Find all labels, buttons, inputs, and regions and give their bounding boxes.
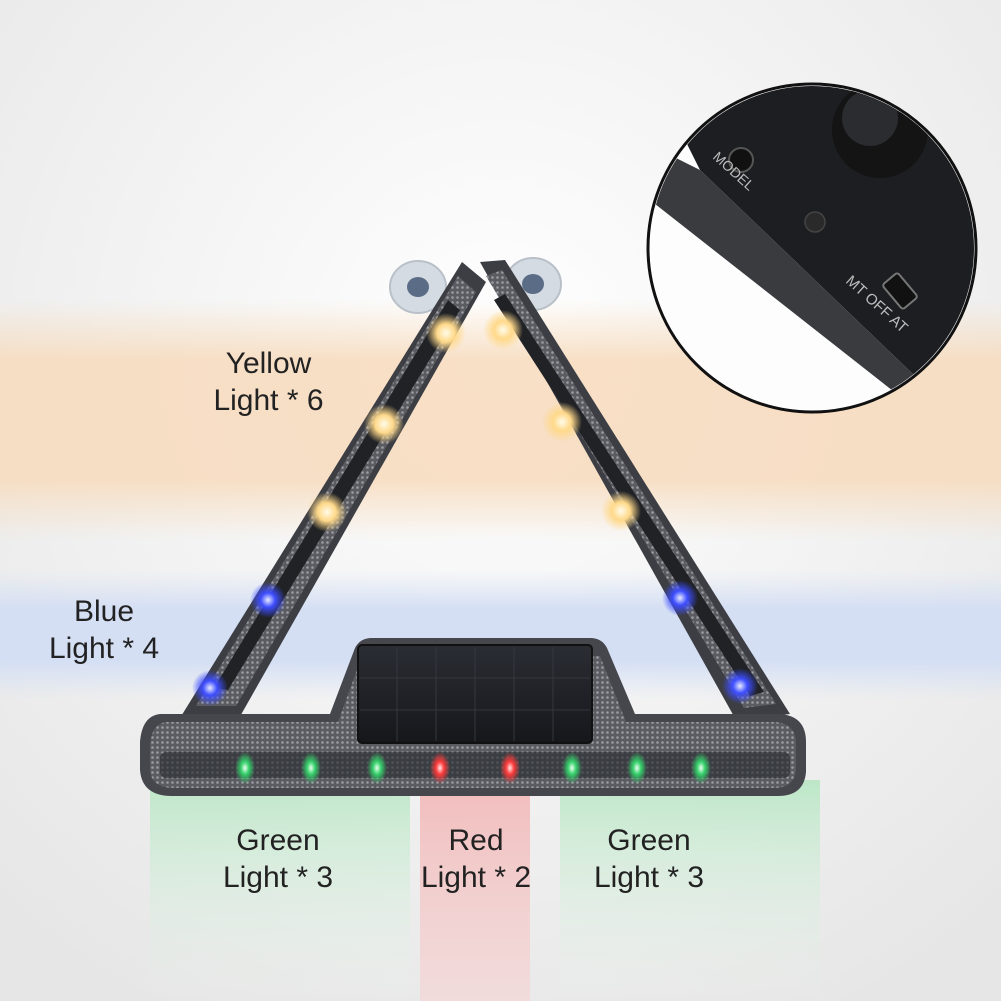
blue-label-line1: Blue — [73, 595, 135, 628]
blue-led — [662, 580, 698, 616]
yellow-led — [483, 310, 523, 350]
mode-switch — [882, 272, 918, 310]
blue-label-line2: Light * 4 — [48, 632, 160, 665]
yellow-led — [364, 404, 404, 444]
red-led — [500, 752, 520, 784]
green-leds-right — [562, 752, 711, 784]
blue-led — [192, 670, 228, 706]
yellow-leds — [307, 310, 641, 532]
green-led — [627, 752, 647, 784]
green-left-label-line2: Light * 3 — [222, 861, 334, 894]
inset-detail: MODEL MT OFF AT — [646, 82, 978, 414]
yellow-label-line1: Yellow — [225, 347, 312, 380]
yellow-led — [307, 492, 347, 532]
blue-leds — [192, 580, 758, 706]
green-left-label-line1: Green — [236, 824, 320, 857]
yellow-led — [426, 313, 466, 353]
green-right-label-line1: Green — [607, 824, 691, 857]
blue-led — [722, 668, 758, 704]
suction-cup-left — [389, 260, 447, 314]
yellow-led — [601, 491, 641, 531]
red-label-line2: Light * 2 — [420, 861, 532, 894]
red-light-label: Red Light * 2 — [404, 822, 548, 896]
red-label-line1: Red — [448, 824, 504, 857]
red-glow — [420, 780, 530, 1001]
green-left-light-label: Green Light * 3 — [206, 822, 350, 896]
red-led — [430, 752, 450, 784]
yellow-led — [542, 402, 582, 442]
sensor-dot — [804, 211, 826, 233]
yellow-light-label: Yellow Light * 6 — [196, 345, 341, 419]
green-led — [367, 752, 387, 784]
green-leds-left — [235, 752, 387, 784]
blue-light-label: Blue Light * 4 — [34, 593, 174, 667]
green-led — [691, 752, 711, 784]
model-button — [728, 147, 754, 173]
green-led — [235, 752, 255, 784]
green-right-label-line2: Light * 3 — [593, 861, 705, 894]
blue-led — [250, 582, 286, 618]
green-glow-right — [560, 780, 820, 1001]
green-right-light-label: Green Light * 3 — [577, 822, 721, 896]
red-leds — [430, 752, 520, 784]
yellow-label-line2: Light * 6 — [213, 384, 324, 417]
green-glow-left — [150, 780, 410, 1001]
solar-panel — [357, 644, 593, 744]
green-led — [301, 752, 321, 784]
green-led — [562, 752, 582, 784]
